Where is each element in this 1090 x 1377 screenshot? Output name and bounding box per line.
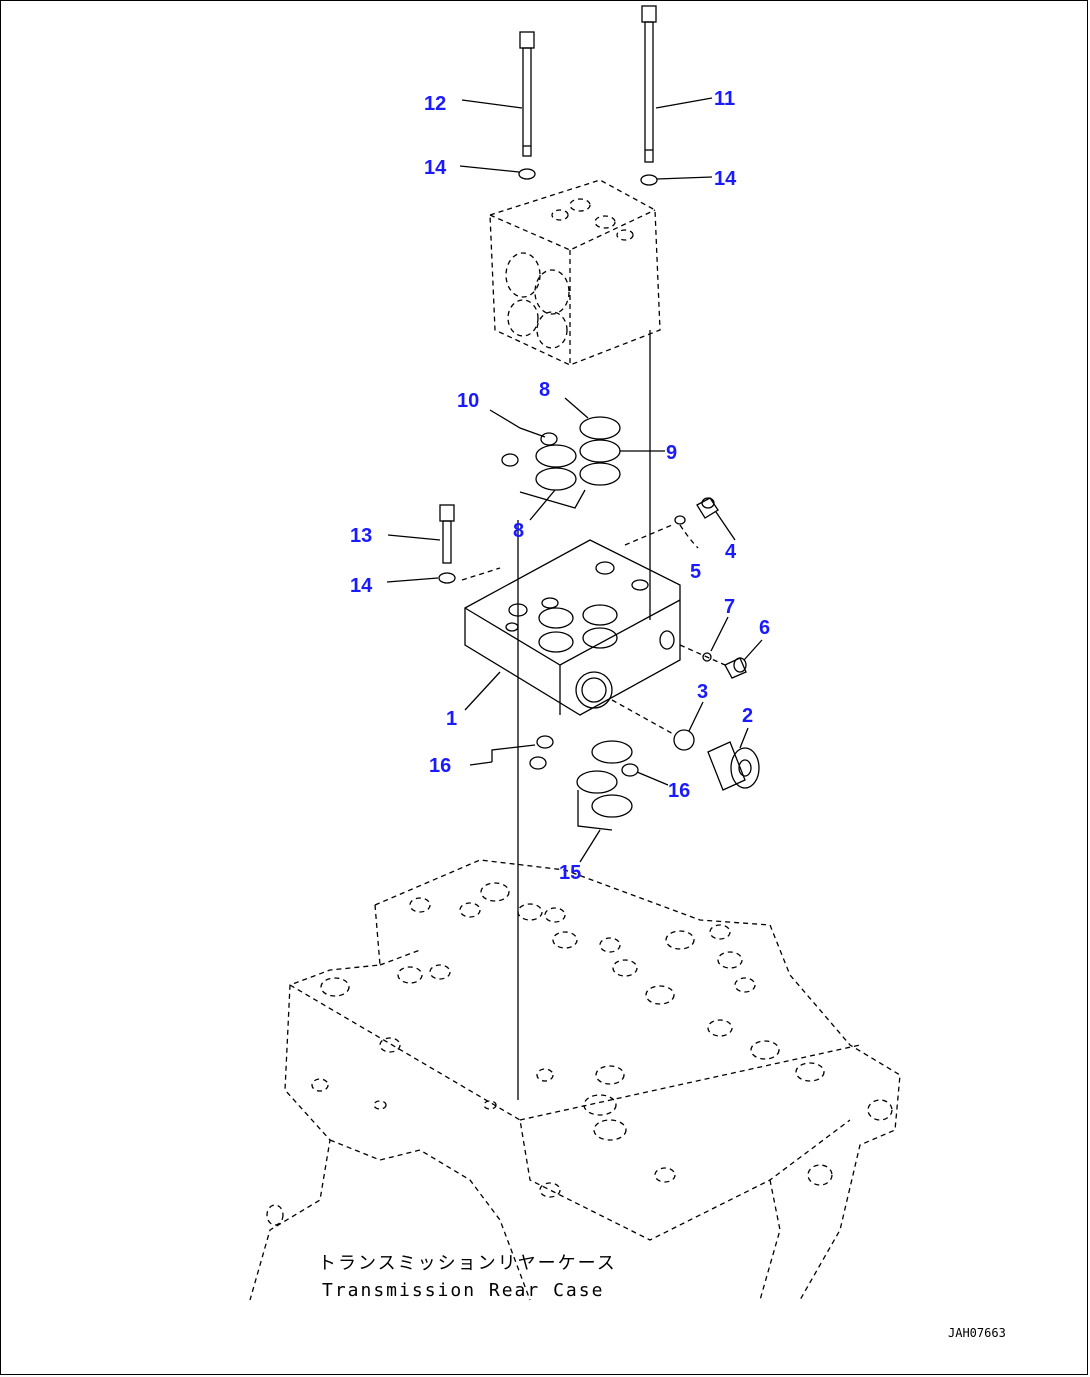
callout-8-upper: 8 [539, 379, 550, 401]
oring-3 [673, 729, 695, 751]
callout-5: 5 [690, 561, 701, 583]
callout-15: 15 [559, 862, 581, 884]
bolt-11 [641, 5, 657, 163]
callout-2: 2 [742, 705, 753, 727]
callout-4: 4 [725, 541, 737, 563]
oring-5-axis [679, 524, 699, 549]
callout-6: 6 [759, 617, 770, 639]
bolt-12 [519, 31, 535, 157]
callout-7: 7 [724, 596, 735, 618]
bolt-13 [439, 504, 455, 564]
oring-7 [702, 652, 712, 662]
caption-english: Transmission Rear Case [322, 1280, 604, 1301]
washer-14-lower [438, 572, 456, 584]
callout-1: 1 [446, 708, 457, 730]
bolt-13-axis [461, 567, 501, 581]
callout-16-left: 16 [429, 755, 451, 777]
callout-numbers: 12 11 14 14 10 8 9 8 13 4 14 5 7 6 1 3 2… [350, 88, 770, 884]
callout-12: 12 [424, 93, 446, 115]
callout-3: 3 [697, 681, 708, 703]
gaskets-8-9-10 [501, 416, 621, 509]
upper-valve-body [489, 179, 661, 366]
washer-14-right [640, 174, 658, 186]
oring-5 [674, 515, 686, 525]
callout-10: 10 [457, 390, 479, 412]
washer-14-left [518, 168, 536, 180]
valve-block-1 [464, 539, 681, 716]
transmission-rear-case [249, 859, 901, 1301]
callout-8-lower: 8 [513, 520, 524, 542]
callout-14-right: 14 [714, 168, 737, 190]
fitting-2-axis [611, 699, 676, 736]
caption-japanese: トランスミッションリヤーケース [318, 1253, 617, 1274]
plug-4-axis [624, 524, 673, 546]
callout-14-lower: 14 [350, 575, 373, 597]
callout-13: 13 [350, 525, 372, 547]
callout-14-left: 14 [424, 157, 447, 179]
callout-9: 9 [666, 442, 677, 464]
plug-6 [724, 657, 747, 679]
plug-6-axis [679, 644, 726, 666]
leader-lines [386, 97, 763, 863]
callout-11: 11 [714, 88, 735, 110]
drawing-code: JAH07663 [948, 1326, 1006, 1340]
fitting-2 [707, 741, 760, 791]
callout-16-right: 16 [668, 780, 690, 802]
gaskets-15-16 [491, 735, 639, 831]
plug-4 [696, 497, 719, 519]
